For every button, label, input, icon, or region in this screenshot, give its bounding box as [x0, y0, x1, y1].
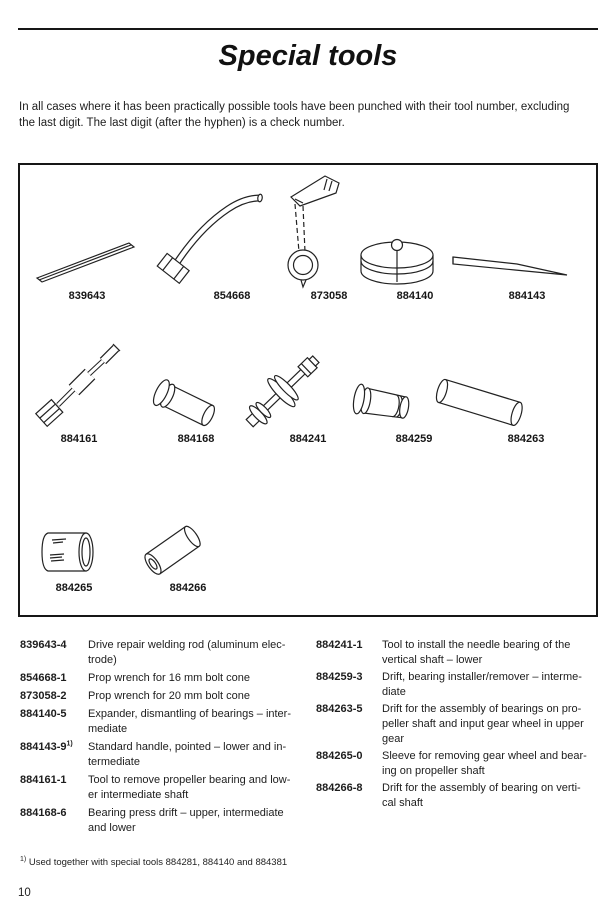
- footnote-marker: 1): [20, 855, 27, 863]
- parts-list-row: 873058-2 Prop wrench for 20 mm bolt cone: [20, 689, 308, 704]
- bearing-press-drift-illustration: [152, 379, 216, 427]
- parts-list-row: 854668-1 Prop wrench for 16 mm bolt cone: [20, 671, 308, 686]
- propeller-bearing-remover-illustration: [34, 343, 121, 428]
- tool-number-label: 839643: [68, 290, 106, 302]
- tool-number-label: 884266: [169, 582, 207, 594]
- vertical-shaft-drift-illustration: [144, 525, 201, 575]
- tool-number: 884265-0: [316, 750, 363, 762]
- needle-bearing-installer-illustration: [245, 355, 320, 428]
- footnote: 1) Used together with special tools 8842…: [20, 855, 440, 868]
- tool-number-label: 884265: [55, 582, 93, 594]
- parts-list-row: 884143-91) Standard handle, pointed – low…: [20, 740, 308, 770]
- tool-number: 884266-8: [316, 782, 363, 794]
- tool-number-label: 854668: [213, 290, 251, 302]
- tool-number-label: 873058: [310, 290, 348, 302]
- tool-description: Drift for the assembly of bearing on ver…: [382, 782, 581, 809]
- tool-number: 884259-3: [316, 671, 363, 683]
- parts-list-row: 884161-1 Tool to remove propeller bearing…: [20, 773, 308, 803]
- tool-number-label: 884161: [60, 433, 98, 445]
- parts-list-row: 884263-5 Drift for the assembly of bearin…: [316, 702, 600, 747]
- tool-number-label: 884168: [177, 433, 215, 445]
- tool-description: Drive repair welding rod (aluminum elec-…: [88, 639, 286, 666]
- special-tools-figure: 839643 854668: [18, 163, 598, 617]
- intro-paragraph: In all cases where it has been practical…: [19, 101, 570, 129]
- tool-number: 884168-6: [20, 807, 67, 819]
- tool-description: Bearing press drift – upper, intermediat…: [88, 807, 284, 834]
- parts-list-left: 839643-4 Drive repair welding rod (alumin…: [20, 638, 308, 839]
- tool-number-label: 884259: [395, 433, 433, 445]
- tool-number: 854668-1: [20, 672, 67, 684]
- tool-number-label: 884143: [508, 290, 546, 302]
- tool-description: Prop wrench for 20 mm bolt cone: [88, 690, 251, 702]
- tool-number: 884161-1: [20, 774, 67, 786]
- tool-number: 884143-91): [20, 740, 73, 753]
- tool-description: Sleeve for removing gear wheel and bear-…: [382, 750, 587, 777]
- tool-number-label: 884140: [396, 290, 434, 302]
- parts-list-row: 884241-1 Tool to install the needle beari…: [316, 638, 600, 668]
- tool-number-note-marker: 1): [66, 740, 73, 748]
- tool-description: Drift for the assembly of bearings on pr…: [382, 703, 584, 745]
- tool-number-label: 884263: [507, 433, 545, 445]
- prop-wrench-16-illustration: [156, 193, 263, 285]
- parts-list-right: 884241-1 Tool to install the needle beari…: [316, 638, 600, 813]
- tool-description: Drift, bearing installer/remover – inter…: [382, 671, 582, 698]
- parts-list-row: 839643-4 Drive repair welding rod (alumin…: [20, 638, 308, 668]
- tool-description: Prop wrench for 16 mm bolt cone: [88, 672, 251, 684]
- bearing-installer-remover-illustration: [352, 383, 410, 419]
- tool-number-label: 884241: [289, 433, 327, 445]
- prop-wrench-20-illustration: [287, 175, 340, 289]
- footnote-text: Used together with special tools 884281,…: [28, 857, 288, 868]
- page-title: Special tools: [218, 40, 398, 72]
- gear-wheel-sleeve-illustration: [41, 532, 94, 572]
- parts-list-row: 884140-5 Expander, dismantling of bearing…: [20, 707, 308, 737]
- parts-list-row: 884265-0 Sleeve for removing gear wheel a…: [316, 749, 600, 779]
- tool-number: 884140-5: [20, 708, 67, 720]
- standard-handle-illustration: [452, 256, 568, 276]
- assembly-drift-illustration: [435, 378, 523, 426]
- tool-description: Tool to remove propeller bearing and low…: [88, 774, 291, 801]
- tool-description: Standard handle, pointed – lower and in-…: [88, 741, 287, 768]
- expander-illustration: [360, 238, 434, 285]
- welding-rod-illustration: [35, 242, 136, 283]
- tool-number: 839643-4: [20, 639, 67, 651]
- header-rule: [18, 28, 598, 30]
- tool-number: 884263-5: [316, 703, 363, 715]
- page-number: 10: [18, 887, 31, 899]
- tool-number: 873058-2: [20, 690, 67, 702]
- tool-description: Expander, dismantling of bearings – inte…: [88, 708, 292, 735]
- tool-number: 884241-1: [316, 639, 363, 651]
- parts-list-row: 884259-3 Drift, bearing installer/remover…: [316, 670, 600, 700]
- parts-list-row: 884168-6 Bearing press drift – upper, int…: [20, 806, 308, 836]
- parts-list-row: 884266-8 Drift for the assembly of bearin…: [316, 781, 600, 811]
- tool-description: Tool to install the needle bearing of th…: [382, 639, 571, 666]
